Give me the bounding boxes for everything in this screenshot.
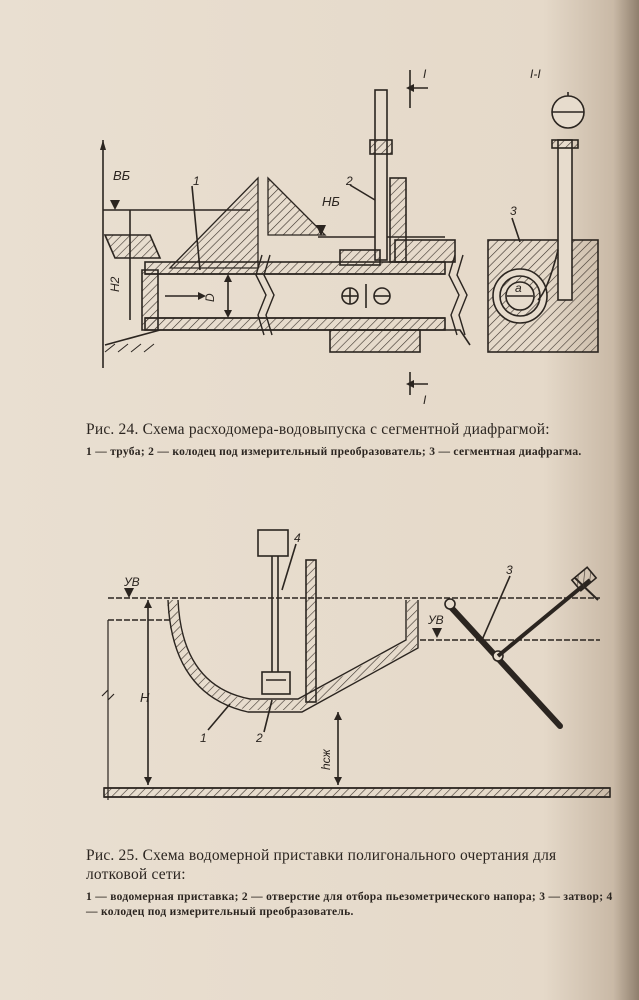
callout-4: 4 <box>294 531 301 545</box>
uv-left-marker <box>124 588 134 598</box>
figure-24-legend: 1 — труба; 2 — колодец под измерительный… <box>86 446 582 458</box>
callout-3: 3 <box>506 563 513 577</box>
callout-2: 2 <box>255 731 263 745</box>
pipe-top-wall <box>144 261 446 275</box>
figure-25-caption: Рис. 25. Схема водомерной приставки поли… <box>86 846 614 920</box>
callout-3: 3 <box>510 204 517 218</box>
transducer-box <box>257 529 289 557</box>
nb-label: НБ <box>322 194 340 209</box>
vb-label: ВБ <box>113 168 131 183</box>
figure-24-title: Рис. 24. Схема расходомера-водовыпуска с… <box>86 421 550 438</box>
a-label: a <box>515 281 522 295</box>
d-label: D <box>203 293 217 302</box>
section-mark-top: I <box>423 67 427 81</box>
flow-arrow <box>198 292 206 300</box>
uv-left-label: УВ <box>123 575 140 589</box>
h-label: H <box>140 690 150 705</box>
uv-right-marker <box>432 628 442 638</box>
inlet-slab <box>103 234 162 259</box>
h2-label: H2 <box>108 276 122 292</box>
water-level-marker <box>110 200 120 210</box>
well-wall <box>305 559 317 703</box>
gate <box>445 601 563 729</box>
embankment <box>168 176 259 269</box>
figure-24-caption: Рис. 24. Схема расходомера-водовыпуска с… <box>86 420 614 460</box>
water-measuring-insert <box>167 599 417 710</box>
callout-2: 2 <box>345 174 353 188</box>
section-column <box>557 139 573 301</box>
callout-1: 1 <box>200 731 207 745</box>
section-view-label: I-I <box>530 67 541 81</box>
pipe-bottom-wall <box>144 317 446 331</box>
section-mark-bottom: I <box>423 393 427 407</box>
hszh-label: hсж <box>319 748 333 770</box>
channel-bottom <box>103 787 611 798</box>
figure-25-title: Рис. 25. Схема водомерной приставки поли… <box>86 847 557 883</box>
figure-24-diagram: ВБ НБ H2 D a I I I-I 1 2 3 <box>100 67 599 407</box>
measuring-column <box>374 89 388 261</box>
uv-right-label: УВ <box>427 613 444 627</box>
figure-25-legend: 1 — водомерная приставка; 2 — отверстие … <box>86 891 613 918</box>
figure-25-diagram: УВ УВ H hсж 1 2 3 4 <box>101 529 611 800</box>
callout-1: 1 <box>193 174 200 188</box>
